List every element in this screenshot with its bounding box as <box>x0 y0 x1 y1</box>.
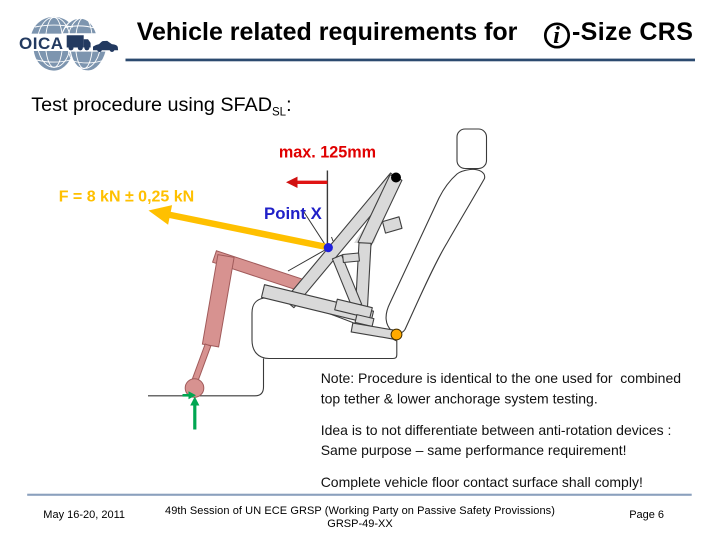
svg-text:Same purpose – same performanc: Same purpose – same performance requirem… <box>321 442 627 458</box>
svg-text:F = 8 kN ± 0,25 kN: F = 8 kN ± 0,25 kN <box>59 189 195 206</box>
svg-text:May 16-20, 2011: May 16-20, 2011 <box>43 509 125 521</box>
svg-text:OICA: OICA <box>19 34 64 53</box>
svg-text:GRSP-49-XX: GRSP-49-XX <box>327 518 393 530</box>
svg-text:max. 125mm: max. 125mm <box>279 144 376 162</box>
svg-text:Point X: Point X <box>264 204 323 223</box>
svg-text:top tether & lower anchorage s: top tether & lower anchorage system test… <box>321 391 598 407</box>
svg-text:Test procedure using SFADSL:: Test procedure using SFADSL: <box>31 94 291 119</box>
svg-text:49th Session of UN ECE GRSP (W: 49th Session of UN ECE GRSP (Working Par… <box>165 505 555 517</box>
svg-text:Complete vehicle floor contact: Complete vehicle floor contact surface s… <box>321 474 643 490</box>
svg-text:Page 6: Page 6 <box>629 509 664 521</box>
svg-text:Idea is to not differentiate b: Idea is to not differentiate between ant… <box>321 422 672 438</box>
svg-text:Note: Procedure is identical t: Note: Procedure is identical to the one … <box>321 370 681 386</box>
svg-text:Vehicle related requirements f: Vehicle related requirements for <box>137 18 518 46</box>
svg-text:i: i <box>553 22 560 49</box>
svg-text:-Size CRS: -Size CRS <box>572 18 693 46</box>
